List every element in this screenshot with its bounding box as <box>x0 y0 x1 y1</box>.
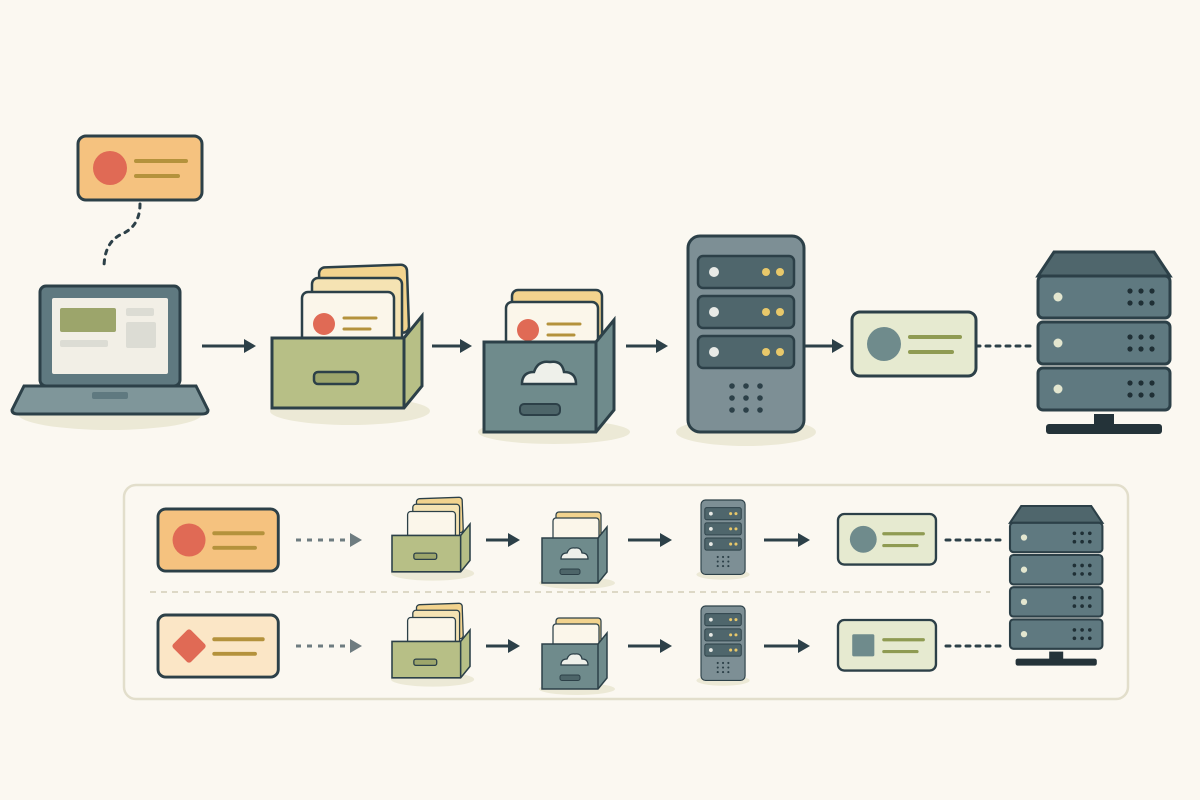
legend-row-2-result-card <box>836 618 938 672</box>
legend-row-1-arrow-2 <box>486 533 520 547</box>
arrow-main-3 <box>626 339 668 353</box>
legend-panel <box>122 483 1130 701</box>
source-connector <box>102 202 142 270</box>
legend-row-1-file-box-icon <box>390 496 475 581</box>
arrow-main-1 <box>202 339 256 353</box>
legend-row-2-file-box-icon <box>390 602 475 687</box>
legend-row-2-arrow-4 <box>764 639 810 653</box>
legend-server-rack-icon <box>1008 504 1105 666</box>
cloud-archive-icon <box>478 288 630 444</box>
legend-row-1-arrow-4 <box>764 533 810 547</box>
arrow-main-2 <box>432 339 472 353</box>
file-box-icon <box>270 263 430 425</box>
legend-row-2-arrow-3 <box>628 639 672 653</box>
legend-row-1-arrow-1 <box>296 533 362 547</box>
legend-row-2-cloud-archive-icon <box>539 617 615 695</box>
legend-row-2-arrow-1 <box>296 639 362 653</box>
server-tower-icon <box>676 234 816 446</box>
legend-row-2-source-card <box>156 613 280 679</box>
server-rack-icon <box>1035 250 1173 434</box>
legend-row-2-arrow-2 <box>486 639 520 653</box>
legend-row-1-result-card <box>836 512 938 566</box>
legend-row-1-arrow-3 <box>628 533 672 547</box>
legend-row-2-server-tower-icon <box>696 605 750 686</box>
source-record-card <box>76 134 204 202</box>
legend-row-1-server-tower-icon <box>696 499 750 580</box>
laptop-icon <box>10 284 210 430</box>
legend-row-1-cloud-archive-icon <box>539 511 615 589</box>
legend-row-1-source-card <box>156 507 280 573</box>
record-card-icon <box>850 310 978 378</box>
arrow-main-4 <box>804 339 844 353</box>
